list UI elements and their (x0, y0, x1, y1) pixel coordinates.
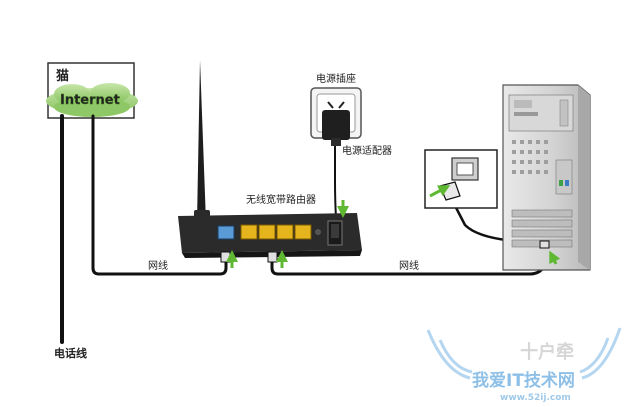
modem-title: 猫 (56, 68, 69, 84)
watermark-url: www.52ij.com (500, 393, 571, 403)
power-outlet-label: 电源插座 (316, 72, 356, 85)
wan-port (217, 225, 235, 240)
modem-to-router-cable (91, 114, 228, 276)
power-adapter (322, 110, 350, 146)
wings-logo-icon (426, 327, 622, 380)
watermark-title: 我爱IT技术网 (472, 370, 575, 391)
phone-line-label: 电话线 (54, 346, 87, 360)
router-label: 无线宽带路由器 (246, 193, 316, 206)
lan-cable-right-label: 网线 (399, 259, 419, 272)
internet-cloud (46, 83, 138, 117)
network-port-inset (424, 149, 498, 209)
pc-tower (502, 84, 591, 271)
connection-arrows (226, 200, 561, 268)
power-adapter-label: 电源适配器 (342, 144, 392, 157)
pc-network-port (539, 240, 550, 249)
modem: 猫 Internet (46, 62, 138, 119)
power-cable (334, 141, 337, 219)
internet-label: Internet (60, 93, 120, 108)
lan-ports (240, 224, 312, 240)
lan-cable-left-label: 网线 (148, 259, 168, 272)
router-antenna (197, 60, 206, 222)
watermark: 十户牵 我爱IT技术网 www.52ij.com (426, 327, 622, 403)
watermark-corner-text: 十户牵 (520, 341, 574, 363)
